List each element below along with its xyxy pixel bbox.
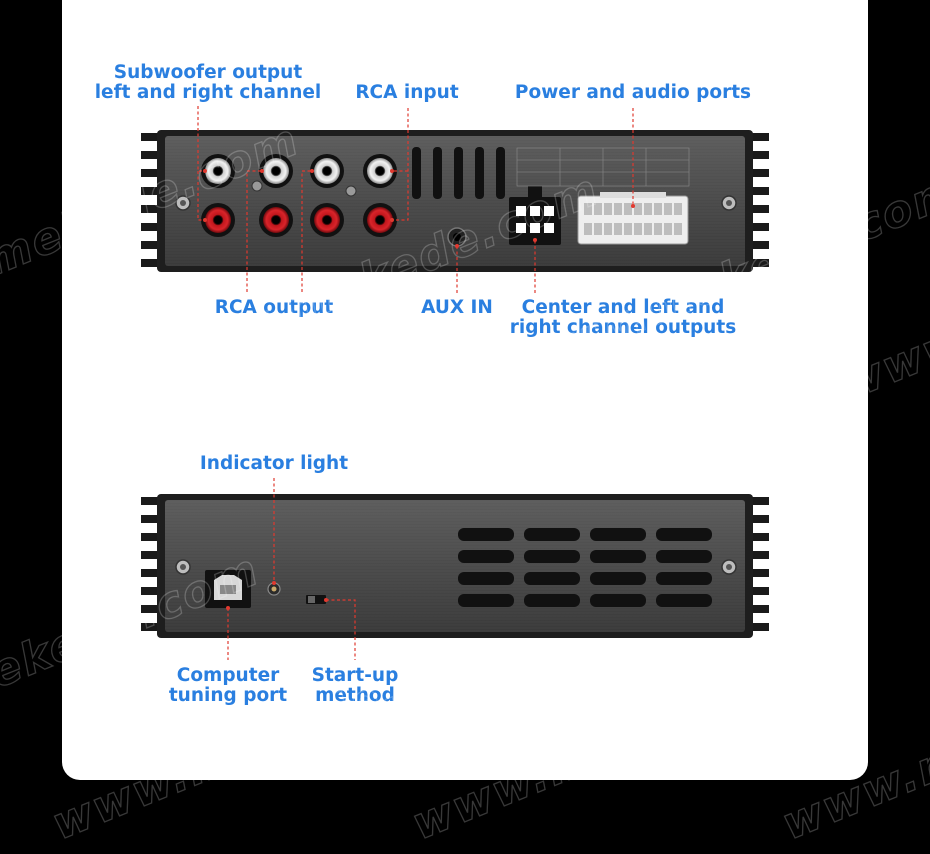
rear-panel-bottom — [141, 494, 769, 638]
rca-jack-icon — [310, 154, 344, 188]
rca-jack-icon — [201, 154, 235, 188]
screw-icon — [175, 559, 191, 575]
startup-switch — [306, 595, 326, 604]
six-pin-connector — [509, 186, 561, 245]
rca-jack-icon — [363, 154, 397, 188]
power-audio-connector — [577, 192, 689, 245]
label-center-line1: Center and left and — [522, 297, 725, 318]
heatsink-fins-right — [747, 497, 769, 631]
label-power-audio-ports: Power and audio ports — [515, 82, 751, 103]
label-computer-line1: Computer — [177, 665, 280, 686]
rca-jack-icon — [259, 154, 293, 188]
rca-jack-icon — [259, 203, 293, 237]
heatsink-fins-left — [141, 133, 163, 267]
labels: Subwoofer output left and right channel … — [95, 62, 751, 706]
screw-icon — [721, 195, 737, 211]
heatsink-fins-right — [747, 133, 769, 267]
label-center-line2: right channel outputs — [510, 317, 736, 338]
label-rca-output: RCA output — [215, 297, 334, 318]
label-startup-line1: Start-up — [312, 665, 399, 686]
screw-icon — [175, 195, 191, 211]
label-indicator-light: Indicator light — [200, 453, 348, 474]
screw-icon — [721, 559, 737, 575]
screw-icon — [251, 180, 263, 192]
heatsink-fins-left — [141, 497, 163, 631]
rca-jack-icon — [363, 203, 397, 237]
vent-slots — [458, 528, 712, 607]
vent-slots — [412, 147, 505, 199]
printed-pin-chart — [516, 147, 690, 187]
label-subwoofer-line2: left and right channel — [95, 82, 322, 103]
label-rca-input: RCA input — [355, 82, 459, 103]
usb-b-port-icon — [205, 570, 251, 608]
callout-lines — [197, 106, 635, 660]
label-aux-in: AUX IN — [421, 297, 493, 318]
watermark-layer: www.mekede.com www.mekede.com www.mekede… — [0, 113, 930, 850]
label-computer-line2: tuning port — [169, 685, 287, 706]
label-startup-line2: method — [315, 685, 395, 706]
front-panel-top — [141, 130, 769, 272]
rca-jack-icon — [201, 203, 235, 237]
rca-jack-icon — [310, 203, 344, 237]
label-subwoofer-line1: Subwoofer output — [114, 62, 303, 83]
screw-icon — [345, 185, 357, 197]
